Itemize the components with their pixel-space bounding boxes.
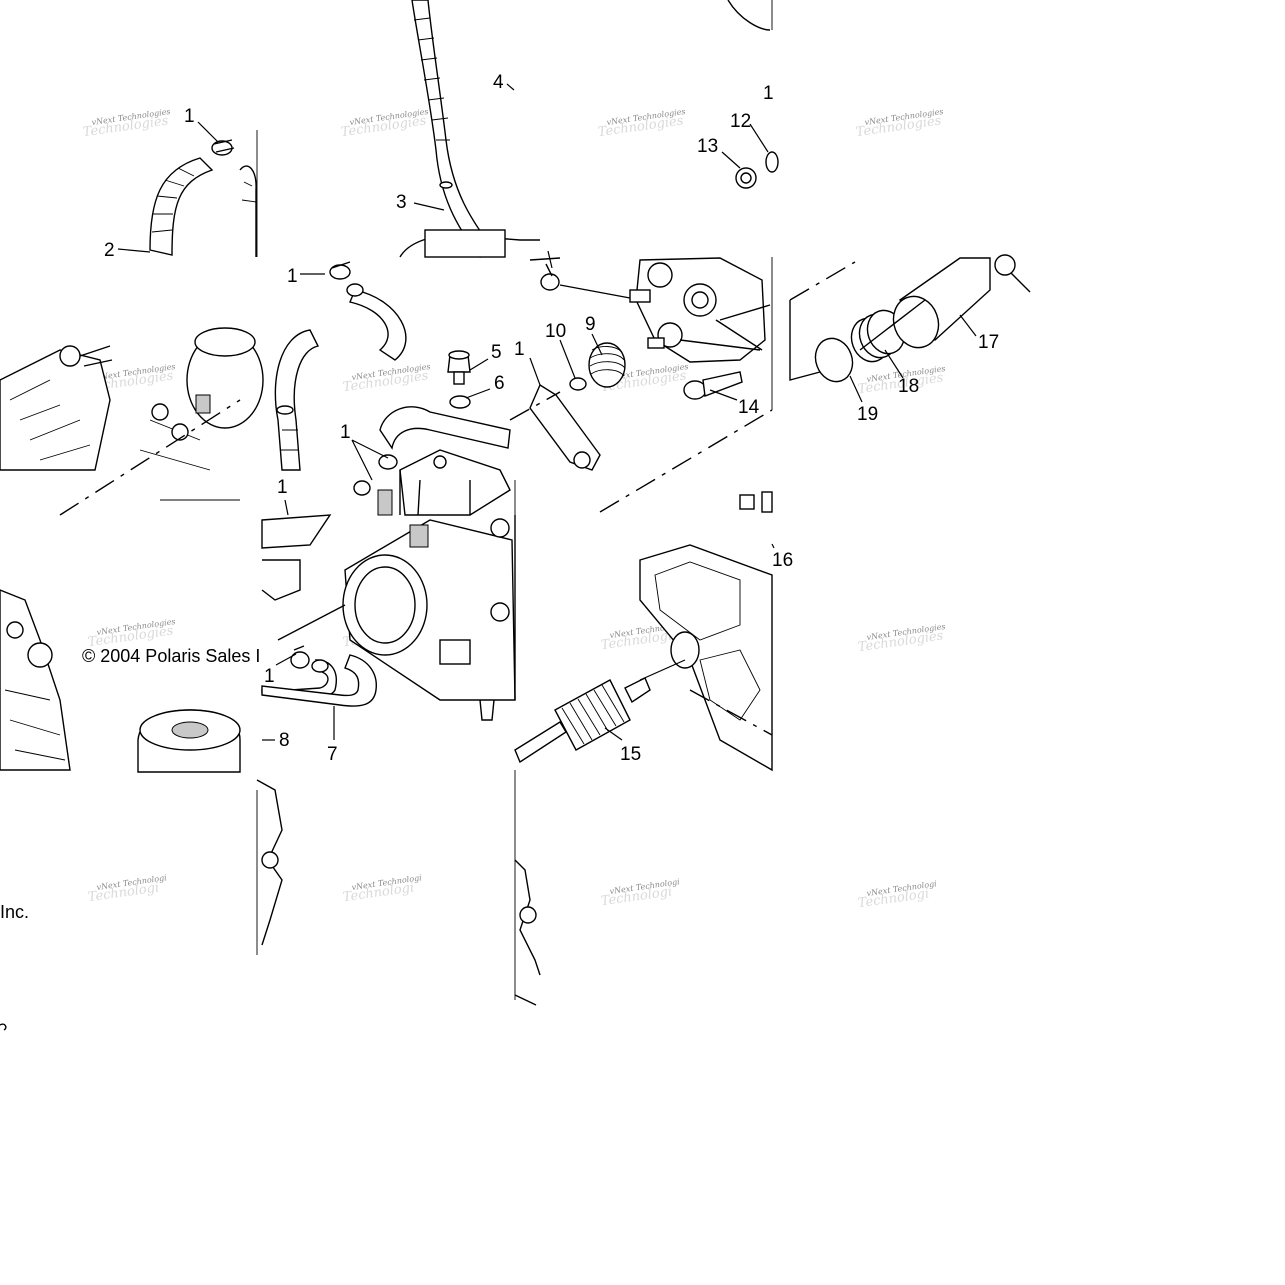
copyright-line-1: © 2004 Polaris Sales I [82,646,260,666]
hose-clamp [211,139,235,156]
hose-clamp [290,645,310,669]
hose-clamp [329,261,351,280]
washer-6 [449,395,471,409]
tile-top-right [520,0,779,261]
watermark: Technologies vNext Technologies [857,622,946,655]
callout-9: 9 [585,314,596,335]
callout-10: 10 [545,321,566,342]
hose-clamp [540,263,560,291]
screw-14 [683,371,743,400]
tile-bottom-center [256,779,283,946]
callout-15: 15 [620,744,641,765]
cylinder-17 [892,257,991,349]
watermark: Technologies vNext Technologies [342,362,431,395]
carburetor-top [399,449,511,516]
watermark: Technologies vNext Technologies [340,107,429,140]
callout-1: 1 [287,266,298,287]
hose-loop [349,289,407,361]
leader-lines [117,83,977,741]
tile-mid-far-right [789,254,1031,383]
callout-4: 4 [493,72,504,93]
watermark: Technologi vNext Technologi [857,879,938,911]
tile-bottom-right [514,859,541,1006]
cylinder-head [639,544,773,772]
callout-1: 1 [514,339,525,360]
hose-short [379,406,511,450]
washer-12 [765,151,779,173]
watermark: Technologies vNext Technologies [855,107,944,140]
callout-19: 19 [857,404,878,425]
hose-2 [149,157,214,256]
watermark-layer: Technologies vNext Technologies Technolo… [82,107,946,911]
callout-1: 1 [277,477,288,498]
tile-lower-center [261,514,516,721]
tile-lower-right [514,491,773,772]
watermark: Technologies vNext Technologies [597,107,686,140]
callout-1: 1 [264,666,275,687]
tile-mid-right [509,257,773,513]
watermark: Technologies vNext Technologies [82,107,171,140]
watermark: Technologi vNext Technologi [342,873,423,905]
tile-lower-left [0,589,241,773]
washer-10 [569,377,587,391]
bolt-squares [739,491,773,513]
watermark: Technologi vNext Technologi [600,877,681,909]
fuel-pump [629,257,771,363]
starter-shaft-15 [514,677,651,764]
callout-labels: 1 2 1 3 4 1 12 13 5 6 1 1 10 9 14 17 18 … [104,72,999,765]
copyright: © 2004 Polaris Sales I Inc. [0,646,260,922]
watermark: Technologi vNext Technologi [87,873,168,905]
mosaic-seams [256,0,773,1000]
callout-17: 17 [978,332,999,353]
spring-9 [588,342,626,388]
copyright-line-2: Inc. [0,902,29,922]
callout-2: 2 [104,240,115,261]
o-ring-19 [814,337,854,383]
tile-bottom-left [0,1023,7,1031]
throttle-lever [529,383,601,471]
carburetor-body [342,515,516,721]
tile-top-center [399,0,521,258]
flywheel-housing [137,709,241,773]
tile-mid-left [0,327,264,516]
callout-1: 1 [763,83,774,104]
callout-1: 1 [340,422,351,443]
tile-top-left [149,139,257,257]
callout-12: 12 [730,111,751,132]
tile-mid-center [274,261,511,516]
engine-block-left [0,349,111,471]
callout-3: 3 [396,192,407,213]
bolt-5 [447,350,471,385]
nut-13 [735,167,757,189]
callout-7: 7 [327,744,338,765]
callout-14: 14 [738,397,760,418]
callout-6: 6 [494,373,505,394]
callout-18: 18 [898,376,919,397]
callout-1: 1 [184,106,195,127]
hose-clamp [353,454,398,496]
callout-16: 16 [772,550,793,571]
callout-13: 13 [697,136,718,157]
callout-5: 5 [491,342,502,363]
callout-8: 8 [279,730,290,751]
